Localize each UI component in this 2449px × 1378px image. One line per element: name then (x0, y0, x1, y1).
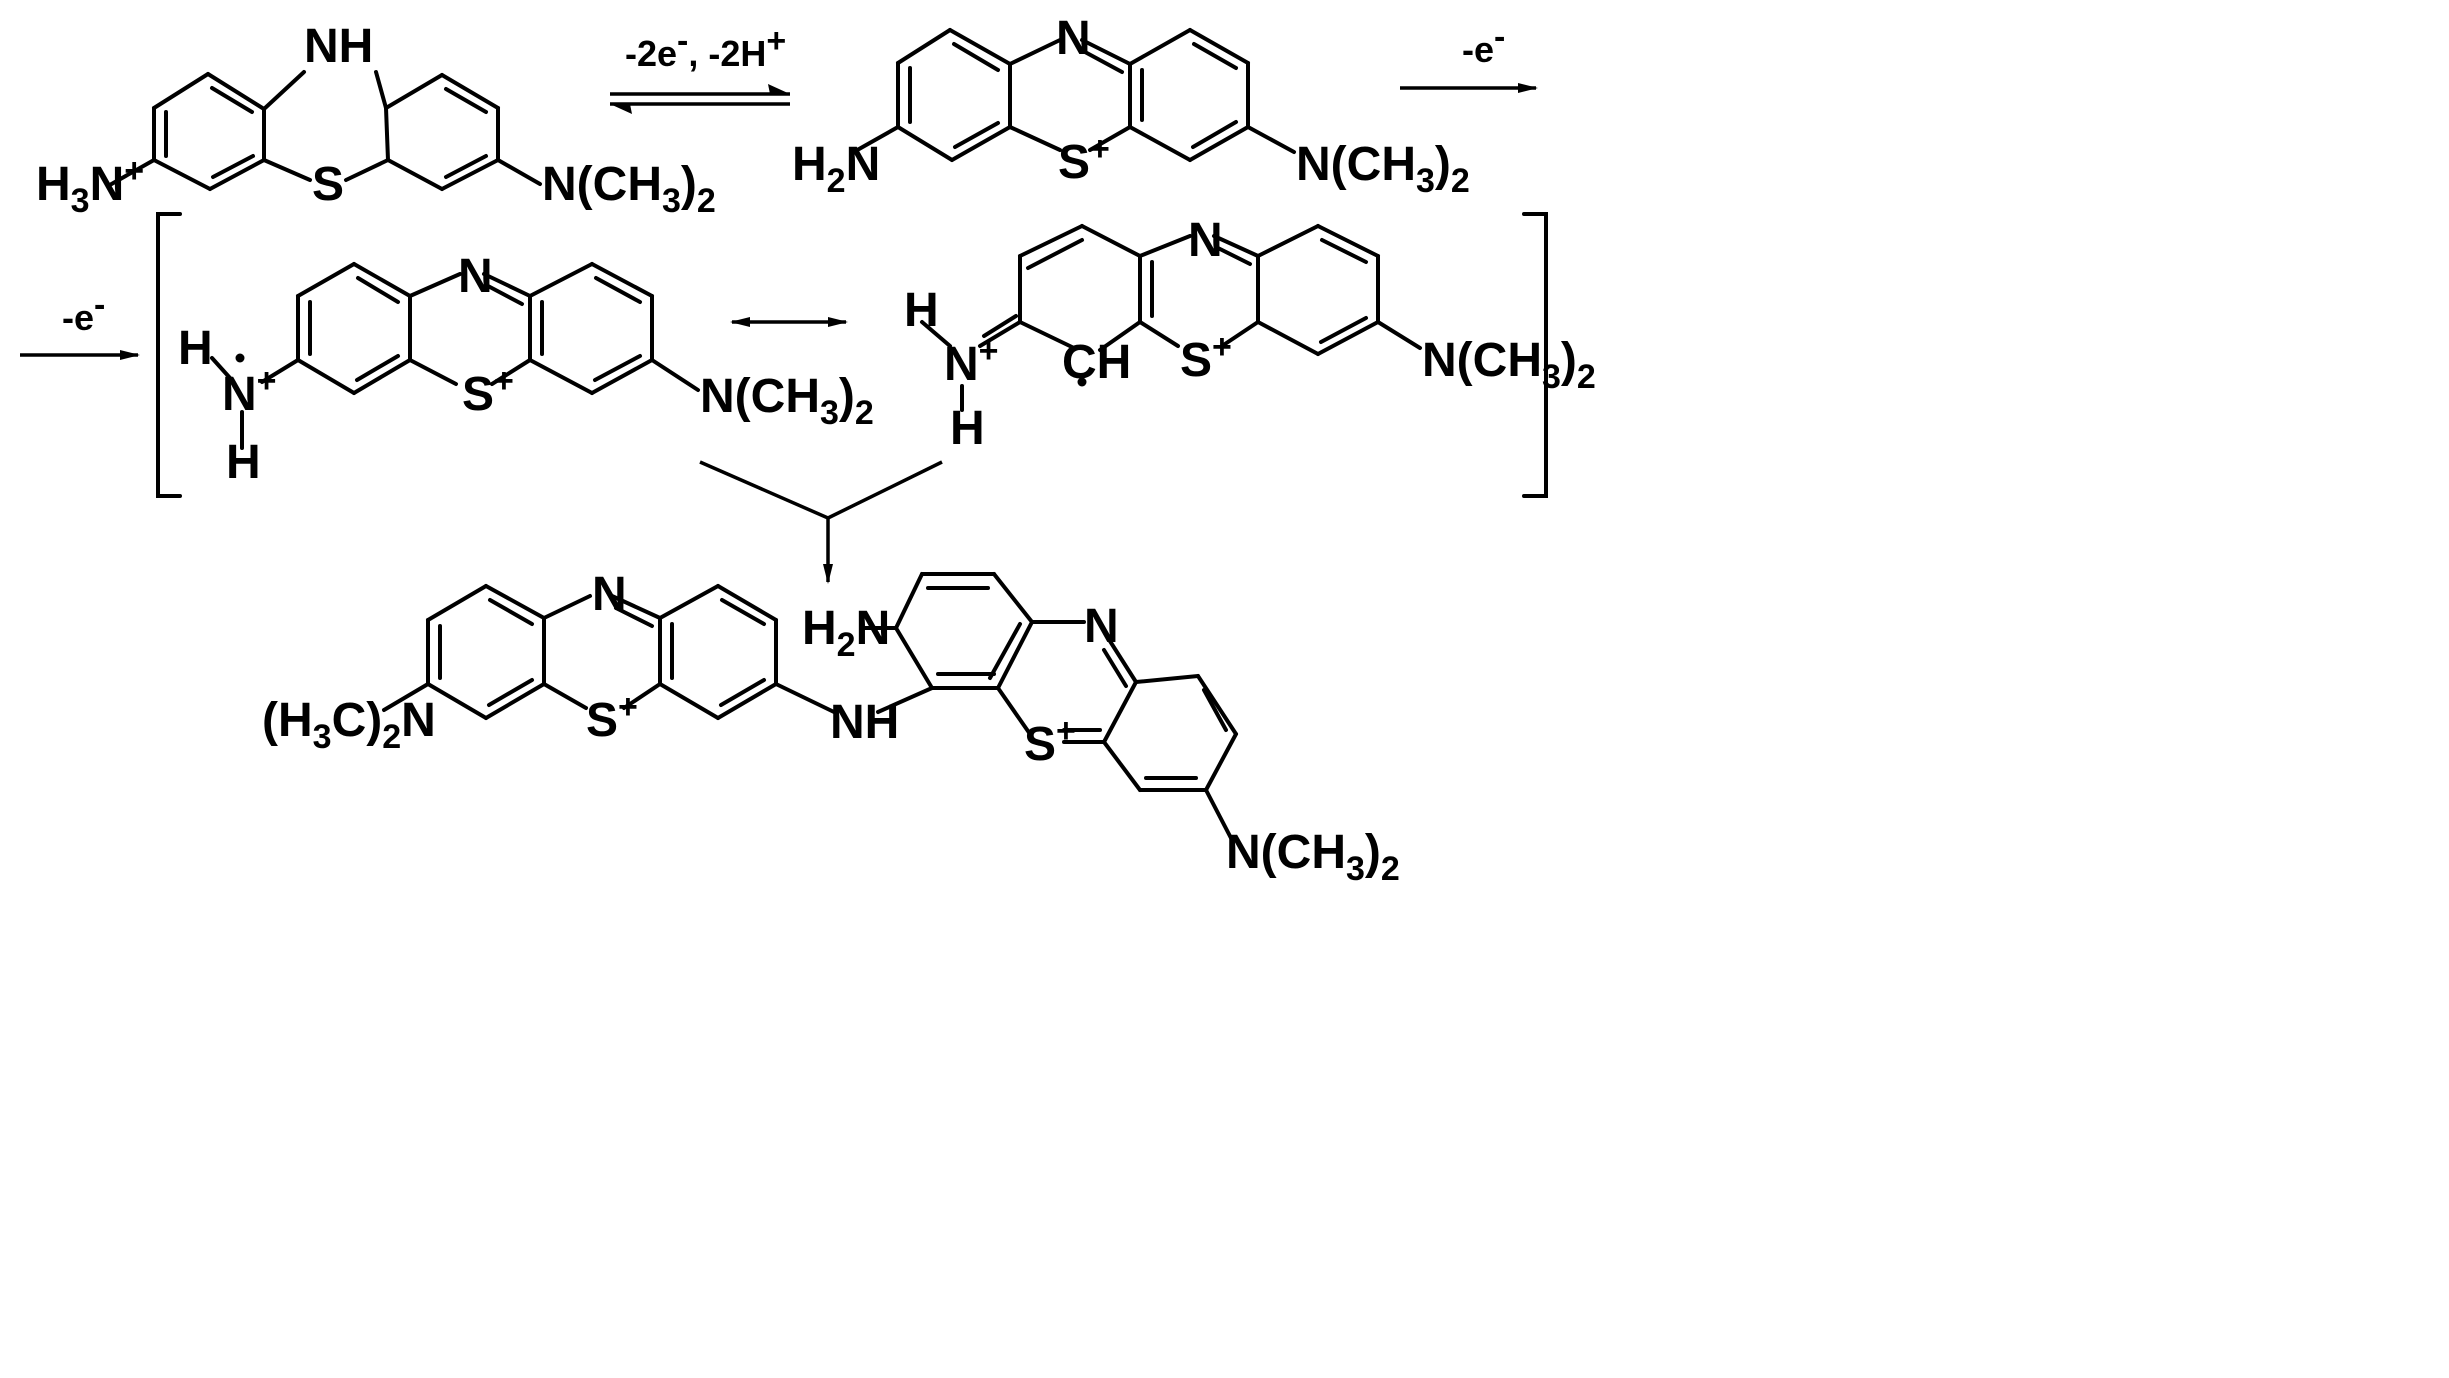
molecule-radical-cation-b: N S+ CH H N+ H N(CH3)2 (904, 214, 1596, 455)
dimer-left-sulfur: S+ (586, 688, 638, 747)
radical-b-ch-label: CH (1062, 336, 1131, 389)
molecule-imine: N S+ H2N N(CH3)2 (792, 12, 1470, 200)
equilibrium-label: -2e-, -2H+ (625, 22, 786, 74)
radical-a-n-plus: N+ (222, 362, 277, 421)
radical-dot-icon (1077, 377, 1087, 387)
bonds-radical-b (920, 224, 1422, 412)
dimer-amine: H2N (802, 602, 890, 664)
coupling-arrow (699, 460, 943, 584)
leuco-sulfur-label: S (312, 158, 344, 211)
radical-a-sulfur-label: S+ (462, 362, 514, 421)
dimer-left-nitrogen: N (592, 568, 627, 621)
radical-b-h-top: H (904, 284, 939, 337)
bonds-imine (850, 28, 1296, 162)
radical-a-right-substituent: N(CH3)2 (700, 370, 874, 432)
leuco-right-substituent: N(CH3)2 (542, 158, 716, 220)
oxidation-label-2: -e- (62, 286, 105, 338)
radical-b-n-plus: N+ (944, 332, 999, 391)
leuco-nh-label: NH (304, 20, 373, 73)
imine-right-substituent: N(CH3)2 (1296, 138, 1470, 200)
radical-b-right-substituent: N(CH3)2 (1422, 334, 1596, 396)
molecule-dimer: N S+ (H3C)2N NH H2N N S+ N(CH3)2 (262, 568, 1400, 888)
oxidation-arrow-2: -e- (20, 286, 140, 360)
dimer-bridge-nh: NH (830, 696, 899, 749)
imine-sulfur-label: S+ (1058, 130, 1110, 189)
bonds-dimer (382, 572, 1238, 842)
oxidation-label-1: -e- (1462, 18, 1505, 70)
dimer-left-substituent: (H3C)2N (262, 694, 436, 756)
radical-b-nitrogen-label: N (1188, 214, 1223, 267)
imine-nitrogen-label: N (1056, 12, 1091, 65)
equilibrium-arrow: -2e-, -2H+ (610, 22, 790, 114)
dimer-right-nitrogen: N (1084, 600, 1119, 653)
radical-a-h-bottom: H (226, 436, 261, 489)
resonance-brackets (156, 212, 1548, 498)
bonds-leuco (106, 70, 542, 191)
radical-dot-icon (235, 353, 245, 363)
imine-left-substituent: H2N (792, 138, 880, 200)
leuco-left-substituent: H3N+ (36, 152, 144, 220)
molecule-leuco: NH S H3N+ N(CH3)2 (36, 20, 716, 220)
oxidation-arrow-1: -e- (1400, 18, 1538, 93)
radical-b-h-bottom: H (950, 402, 985, 455)
bonds-radical-a (210, 262, 700, 450)
molecule-radical-cation-a: N S+ H N+ H N(CH3)2 (178, 250, 874, 489)
radical-b-sulfur-label: S+ (1180, 328, 1232, 387)
dimer-right-substituent: N(CH3)2 (1226, 826, 1400, 888)
radical-a-nitrogen-label: N (458, 250, 493, 303)
radical-a-h-top: H (178, 322, 213, 375)
dimer-right-sulfur: S+ (1024, 712, 1076, 771)
